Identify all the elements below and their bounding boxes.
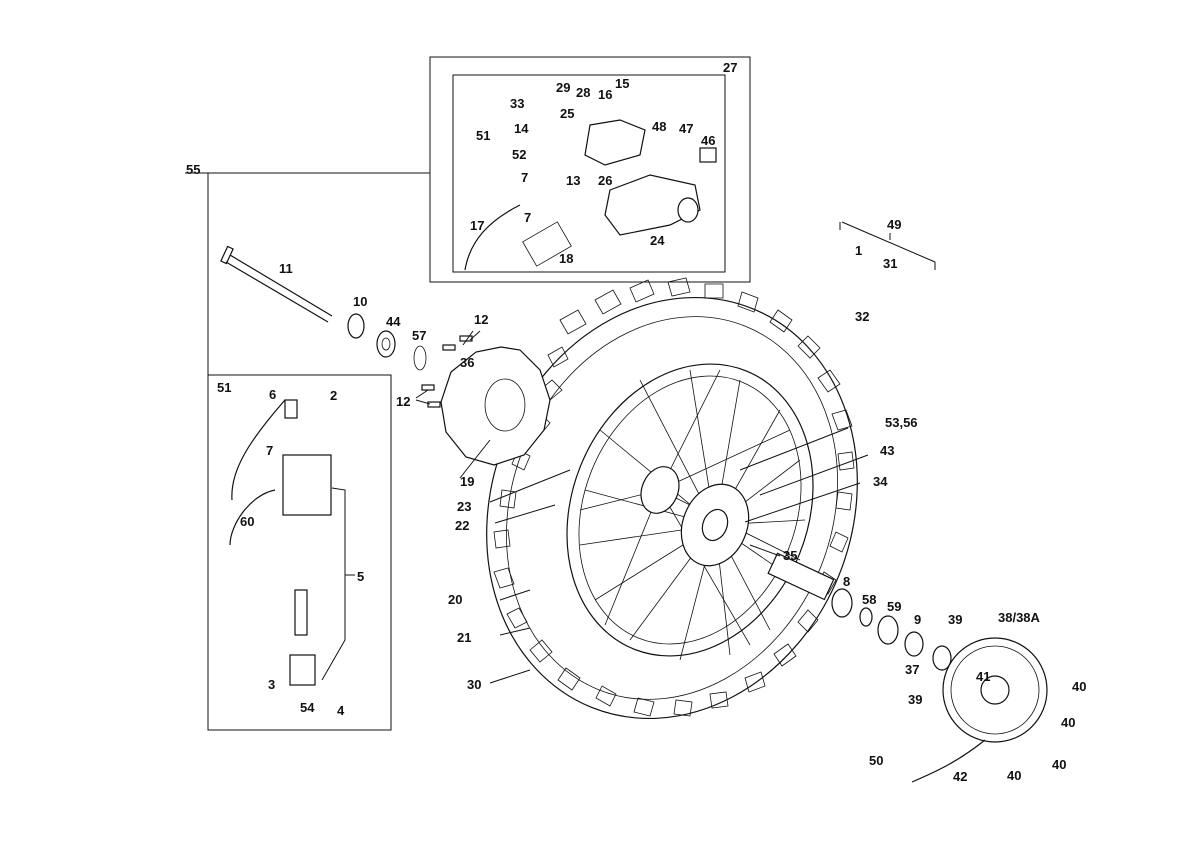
- label-17: 17: [470, 218, 484, 233]
- label-9: 9: [914, 612, 921, 627]
- label-50: 50: [869, 753, 883, 768]
- label-41: 41: [976, 669, 990, 684]
- label-40-d: 40: [1052, 757, 1066, 772]
- label-29: 29: [556, 80, 570, 95]
- rear-sprocket: [942, 637, 1048, 743]
- label-23: 23: [457, 499, 471, 514]
- label-14: 14: [514, 121, 529, 136]
- label-15: 15: [615, 76, 629, 91]
- label-34: 34: [873, 474, 888, 489]
- label-48: 48: [652, 119, 666, 134]
- caliper-group-box: [429, 56, 751, 283]
- label-51-caliper: 51: [476, 128, 490, 143]
- label-1: 1: [855, 243, 862, 258]
- label-46: 46: [701, 133, 715, 148]
- label-42: 42: [953, 769, 967, 784]
- label-59: 59: [887, 599, 901, 614]
- label-12-bottom: 12: [396, 394, 410, 409]
- label-10: 10: [353, 294, 367, 309]
- label-40-c: 40: [1007, 768, 1021, 783]
- label-28: 28: [576, 85, 590, 100]
- rear-wheel: [486, 277, 858, 720]
- label-37: 37: [905, 662, 919, 677]
- label-36: 36: [460, 355, 474, 370]
- assembly-55-bracket: [185, 172, 430, 375]
- drive-chain: [911, 739, 986, 783]
- label-40-a: 40: [1072, 679, 1086, 694]
- label-26: 26: [598, 173, 612, 188]
- label-2: 2: [330, 388, 337, 403]
- bracket-49: [839, 221, 936, 270]
- axle-11: [220, 245, 333, 323]
- label-16: 16: [598, 87, 612, 102]
- label-39-top: 39: [948, 612, 962, 627]
- label-38-38a: 38/38A: [998, 610, 1041, 625]
- label-31: 31: [883, 256, 897, 271]
- label-22: 22: [455, 518, 469, 533]
- label-47: 47: [679, 121, 693, 136]
- label-20: 20: [448, 592, 462, 607]
- label-30: 30: [467, 677, 481, 692]
- label-55: 55: [186, 162, 200, 177]
- label-8: 8: [843, 574, 850, 589]
- master-cylinder-box: [207, 374, 392, 731]
- label-24: 24: [650, 233, 665, 248]
- label-58: 58: [862, 592, 876, 607]
- label-18: 18: [559, 251, 573, 266]
- label-35: 35: [783, 548, 797, 563]
- label-7-caliper-bottom: 7: [524, 210, 531, 225]
- label-21: 21: [457, 630, 471, 645]
- label-51-master: 51: [217, 380, 231, 395]
- label-33: 33: [510, 96, 524, 111]
- brake-disc-19: [440, 346, 551, 466]
- callout-labels: 1 2 3 4 5 6 7 7 7 8 9 10 11 12 12 13 14 …: [186, 60, 1086, 784]
- label-7-caliper-top: 7: [521, 170, 528, 185]
- label-52: 52: [512, 147, 526, 162]
- label-60: 60: [240, 514, 254, 529]
- leader-lines: [415, 330, 869, 684]
- label-11: 11: [279, 261, 293, 276]
- master-cylinder-parts: [229, 399, 332, 686]
- label-39-bottom: 39: [908, 692, 922, 707]
- label-13: 13: [566, 173, 580, 188]
- label-12-top: 12: [474, 312, 488, 327]
- label-57: 57: [412, 328, 426, 343]
- label-44: 44: [386, 314, 401, 329]
- right-side-parts: [767, 552, 952, 671]
- label-53-56: 53,56: [885, 415, 918, 430]
- label-6: 6: [269, 387, 276, 402]
- label-43: 43: [880, 443, 894, 458]
- bracket-5: [321, 487, 355, 681]
- label-54: 54: [300, 700, 315, 715]
- label-32: 32: [855, 309, 869, 324]
- label-5: 5: [357, 569, 364, 584]
- label-19: 19: [460, 474, 474, 489]
- label-7-master: 7: [266, 443, 273, 458]
- label-25: 25: [560, 106, 574, 121]
- caliper-parts: [464, 119, 717, 271]
- label-4: 4: [337, 703, 345, 718]
- label-27: 27: [723, 60, 737, 75]
- label-3: 3: [268, 677, 275, 692]
- label-49: 49: [887, 217, 901, 232]
- label-40-b: 40: [1061, 715, 1075, 730]
